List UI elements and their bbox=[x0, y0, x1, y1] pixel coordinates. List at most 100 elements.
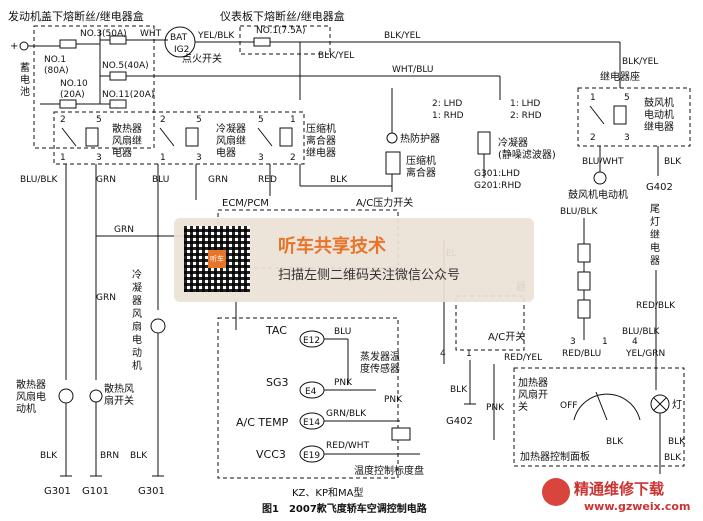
fuse-no1 bbox=[59, 39, 77, 49]
svg-text:1: 1 bbox=[590, 93, 596, 103]
ecm-pcm-box-bottom bbox=[217, 317, 399, 479]
tail-relay-2: 灯 bbox=[650, 216, 660, 228]
resistor-2 bbox=[577, 271, 591, 291]
fuse-no11-label: NO.11(20A) bbox=[102, 90, 154, 100]
fuse-no1-label: NO.1 bbox=[44, 55, 66, 65]
blower-relay-label-2: 电动机 bbox=[644, 108, 674, 121]
heater-switch-2: 风扇开 bbox=[518, 388, 548, 401]
vcc3-label: VCC3 bbox=[256, 448, 286, 461]
ground-g402-b: G402 bbox=[446, 416, 473, 427]
fuse-no10-label: NO.10 bbox=[60, 79, 88, 89]
wire-blk-yel-top: BLK/YEL bbox=[384, 31, 420, 41]
condenser-relay-label-2: 风扇继 bbox=[216, 134, 246, 147]
cond-motor-4: 风 bbox=[132, 308, 142, 320]
fuse-no11 bbox=[109, 99, 127, 109]
svg-text:5: 5 bbox=[624, 93, 630, 103]
resistor-3 bbox=[577, 299, 591, 319]
lhd-rhd-3: 1: LHD bbox=[510, 99, 540, 109]
watermark-logo-icon bbox=[542, 478, 570, 506]
ac-switch-outline bbox=[455, 295, 525, 351]
ground-g101: G101 bbox=[82, 486, 109, 497]
cond-motor-1: 冷 bbox=[132, 268, 142, 281]
promo-overlay: 听车 听车共享技术 扫描左侧二维码关注微信公众号 bbox=[174, 218, 534, 302]
wire-blk-yel-right: BLK/YEL bbox=[622, 57, 658, 67]
fan-switch-symbol bbox=[89, 389, 103, 403]
svg-text:1: 1 bbox=[602, 337, 608, 347]
compressor-clutch-label-2: 离合器 bbox=[406, 166, 436, 179]
thermal-protector-label: 热防护器 bbox=[400, 132, 440, 145]
wire-blu-wht: BLU/WHT bbox=[582, 157, 624, 167]
wire-blk-3: BLK bbox=[450, 385, 468, 395]
condenser-relay-label-3: 电器 bbox=[216, 146, 236, 159]
battery-label-3: 池 bbox=[20, 85, 30, 98]
ground-g301-b: G301 bbox=[138, 486, 165, 497]
promo-title: 听车共享技术 bbox=[278, 236, 386, 257]
g-lhd: G301:LHD bbox=[474, 169, 520, 179]
evap-sensor-1: 蒸发器温 bbox=[360, 350, 400, 363]
cond-motor-8: 机 bbox=[132, 359, 142, 372]
svg-text:3: 3 bbox=[624, 133, 630, 143]
ignition-bat: BAT bbox=[170, 33, 188, 43]
relay-base-outline bbox=[577, 87, 691, 147]
tac-label: TAC bbox=[265, 324, 287, 337]
radiator-relay-label-2: 风扇继 bbox=[112, 134, 142, 147]
dash-fuse-box-outline bbox=[239, 25, 331, 55]
relay-group-outline bbox=[53, 111, 305, 165]
tail-relay-1: 尾 bbox=[650, 203, 660, 215]
wire-grn-2: GRN bbox=[208, 175, 228, 185]
pin-e14-label: E14 bbox=[303, 418, 320, 428]
wire-grn-blk: GRN/BLK bbox=[326, 409, 367, 419]
tail-relay-4: 电 bbox=[650, 241, 660, 254]
wire-blk-heater: BLK bbox=[668, 437, 686, 447]
wire-yel-grn: YEL/GRN bbox=[625, 349, 665, 359]
promo-subtitle: 扫描左侧二维码关注微信公众号 bbox=[278, 268, 461, 283]
pin-e4-label: E4 bbox=[305, 387, 317, 397]
wire-brn: BRN bbox=[100, 451, 119, 461]
sg3-label: SG3 bbox=[266, 376, 289, 389]
condenser-filter-symbol bbox=[477, 131, 491, 155]
wire-red-yel: RED/YEL bbox=[504, 353, 542, 363]
condenser-filter-label-2: (静噪滤波器) bbox=[498, 148, 556, 161]
svg-text:3: 3 bbox=[196, 153, 202, 163]
ground-g402-a: G402 bbox=[646, 182, 673, 193]
qr-badge: 听车 bbox=[208, 250, 226, 268]
condenser-relay-label-1: 冷凝器 bbox=[216, 122, 246, 135]
heater-switch-arc bbox=[573, 393, 641, 421]
fuse-no5 bbox=[109, 71, 127, 81]
svg-text:4: 4 bbox=[632, 337, 638, 347]
wire-blu-blk-3: BLU/BLK bbox=[622, 327, 661, 337]
radiator-relay-label-1: 散热器 bbox=[112, 122, 142, 135]
compressor-clutch-symbol bbox=[385, 151, 401, 175]
dash-fuse-no1-label: NO.1(7.5A) bbox=[256, 26, 306, 36]
evap-sensor-2: 度传感器 bbox=[360, 362, 400, 375]
battery-label-2: 电 bbox=[20, 73, 30, 86]
wire-pnk-2: PNK bbox=[384, 395, 403, 405]
wire-blu: BLU bbox=[152, 175, 169, 185]
wire-wht: WHT bbox=[140, 29, 162, 39]
svg-text:4: 4 bbox=[440, 349, 446, 359]
condenser-fan-motor-symbol bbox=[150, 318, 166, 334]
lamp-label: 灯 bbox=[672, 399, 682, 411]
qr-code[interactable]: 听车 bbox=[184, 226, 250, 292]
cond-motor-3: 器 bbox=[132, 295, 142, 307]
rad-motor-2: 风扇电 bbox=[16, 390, 46, 403]
model-label: KZ、KP和MA型 bbox=[292, 486, 363, 499]
fuse-no1-amp: (80A) bbox=[44, 66, 69, 76]
svg-text:2: 2 bbox=[290, 153, 296, 163]
pin-e19-label: E19 bbox=[303, 451, 320, 461]
relay-base-label: 继电器座 bbox=[600, 70, 640, 83]
heater-switch-1: 加热器 bbox=[518, 376, 548, 389]
wire-blu-blk: BLU/BLK bbox=[20, 175, 59, 185]
wire-blk-1: BLK bbox=[664, 157, 682, 167]
cond-motor-5: 扇 bbox=[132, 320, 142, 333]
svg-text:3: 3 bbox=[258, 153, 264, 163]
ac-pressure-label: A/C压力开关 bbox=[356, 196, 413, 209]
condenser-filter-label-1: 冷凝器 bbox=[498, 136, 528, 149]
battery-label-1: 蓄 bbox=[20, 62, 30, 74]
compressor-clutch-label-1: 压缩机 bbox=[406, 154, 436, 167]
cond-motor-6: 电 bbox=[132, 333, 142, 346]
cond-motor-2: 凝 bbox=[132, 282, 142, 294]
wire-blu-tac: BLU bbox=[334, 327, 351, 337]
